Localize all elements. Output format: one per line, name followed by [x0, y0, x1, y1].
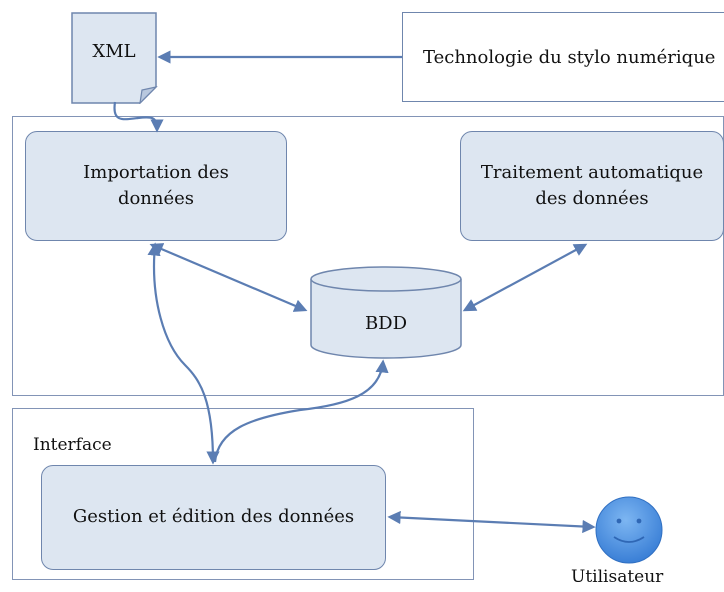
auto-processing-label-line2: des données — [535, 188, 649, 209]
manage-edit-box: Gestion et édition des données — [41, 465, 386, 570]
arrow-auto-bdd — [462, 243, 588, 312]
auto-processing-box: Traitement automatique des données — [460, 131, 724, 241]
database-cylinder — [310, 266, 462, 359]
pen-technology-label: Technologie du stylo numérique — [423, 46, 716, 68]
xml-label: XML — [92, 40, 136, 62]
user-label: Utilisateur — [571, 567, 664, 587]
database-label: BDD — [364, 312, 408, 334]
arrow-manage-user — [387, 510, 596, 534]
auto-processing-label-line1: Traitement automatique — [480, 161, 704, 183]
import-data-label-line1: Importation des — [83, 161, 229, 183]
arrow-xml-to-import — [113, 101, 164, 133]
arrow-bdd-manage — [213, 359, 389, 463]
arrow-import-manage — [147, 242, 220, 465]
manage-edit-label: Gestion et édition des données — [72, 506, 355, 528]
pen-technology-box: Technologie du stylo numérique — [402, 12, 724, 102]
xml-document-icon — [71, 12, 158, 104]
arrow-import-bdd — [149, 243, 308, 312]
import-data-box: Importation des données — [25, 131, 287, 241]
import-data-label-line2: données — [117, 188, 195, 209]
interface-frame — [12, 408, 474, 580]
user-smiley-icon — [595, 496, 663, 564]
interface-label: Interface — [33, 435, 112, 455]
